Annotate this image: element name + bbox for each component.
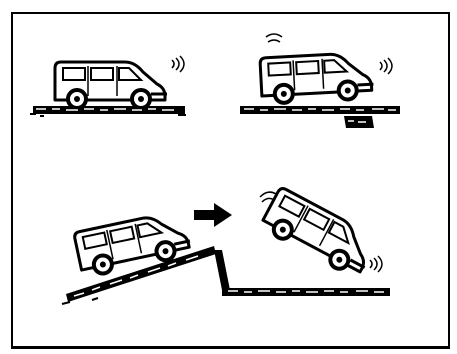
panel-van-level-road-bouncing (240, 34, 400, 128)
motion-lines-icon (370, 256, 382, 272)
motion-lines-icon (172, 56, 184, 72)
panel-van-level-road (30, 56, 186, 116)
motion-lines-icon (266, 34, 282, 42)
motion-lines-icon (380, 58, 392, 74)
panel-van-nose-down-on-ramp (214, 187, 390, 296)
right-arrow-icon (194, 203, 232, 227)
panel-van-tilted-on-ramp (62, 210, 216, 304)
